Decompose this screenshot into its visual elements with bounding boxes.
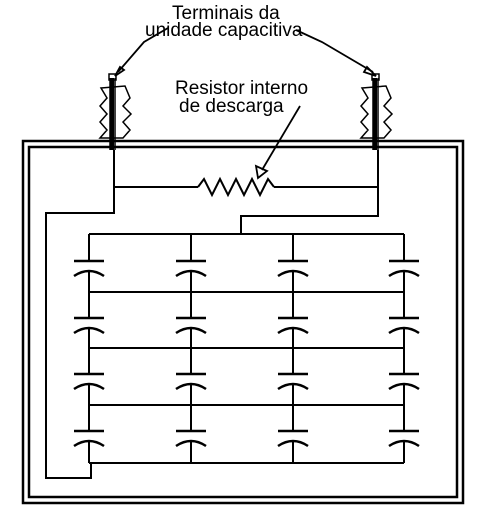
bushing-right [359, 73, 394, 150]
capacitor-symbol [175, 429, 207, 448]
capacitor-symbol [175, 259, 207, 278]
resistor-label-line2: de descarga [179, 96, 284, 117]
capacitor-bank-wiring [88, 233, 405, 464]
capacitor-symbol [73, 259, 105, 278]
resistor-leader-line [254, 105, 301, 180]
capacitor-symbol [277, 259, 309, 278]
capacitor-symbol [175, 372, 207, 391]
capacitor-symbol [388, 259, 420, 278]
capacitor-symbol [388, 372, 420, 391]
discharge-resistor [113, 150, 379, 198]
bushing-left [98, 73, 133, 150]
tank-outer-wall [21, 139, 465, 505]
capacitor-symbol [277, 429, 309, 448]
terminals-label-line1: Terminais da [172, 3, 280, 24]
capacitor-symbol [277, 316, 309, 335]
capacitor-symbol [73, 429, 105, 448]
capacitor-symbol [175, 316, 207, 335]
capacitor-symbol [388, 429, 420, 448]
capacitor-symbol [73, 316, 105, 335]
capacitor-grid [73, 259, 420, 448]
resistor-label-line1: Resistor interno [175, 78, 309, 99]
feed-lines [45, 150, 379, 479]
capacitor-symbol [388, 316, 420, 335]
capacitor-symbol [73, 372, 105, 391]
terminals-label-line2: unidade capacitiva [145, 20, 303, 41]
terminals-leader-lines [114, 27, 377, 77]
capacitor-symbol [277, 372, 309, 391]
tank-inner-wall [27, 145, 459, 499]
